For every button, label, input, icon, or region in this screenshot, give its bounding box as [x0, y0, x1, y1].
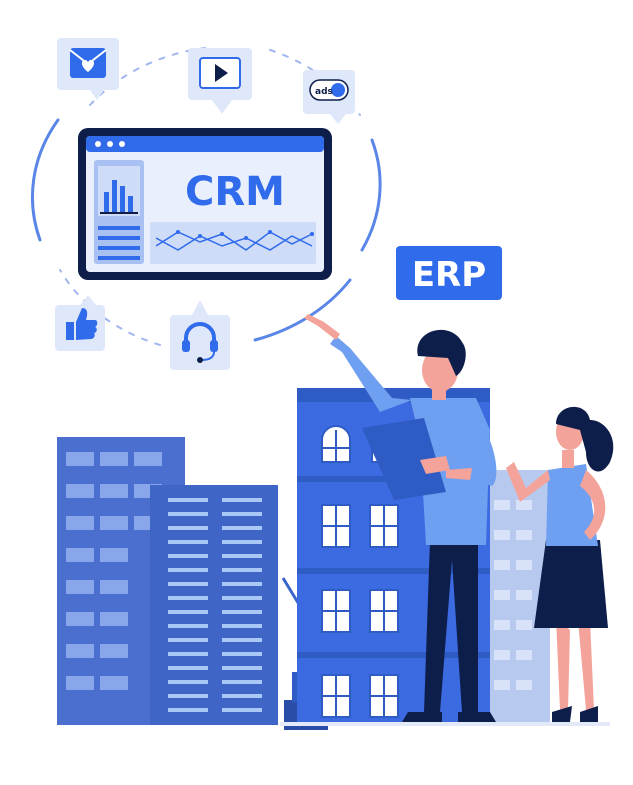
erp-label: ERP [412, 255, 486, 295]
thumbs-up-icon [55, 295, 105, 351]
erp-badge: ERP [396, 246, 502, 300]
video-play-icon [188, 48, 252, 114]
ads-toggle-icon: ads [303, 70, 355, 124]
headset-icon [170, 300, 230, 370]
ads-label: ads [315, 87, 333, 97]
striped-building [150, 485, 278, 725]
man-figure [304, 314, 497, 722]
window-dot-icon [119, 141, 125, 147]
crm-monitor: CRM [78, 128, 332, 280]
crm-title: CRM [185, 169, 285, 215]
woman-figure [506, 406, 614, 722]
mail-heart-icon [57, 38, 119, 100]
window-dot-icon [107, 141, 113, 147]
window-dot-icon [95, 141, 101, 147]
